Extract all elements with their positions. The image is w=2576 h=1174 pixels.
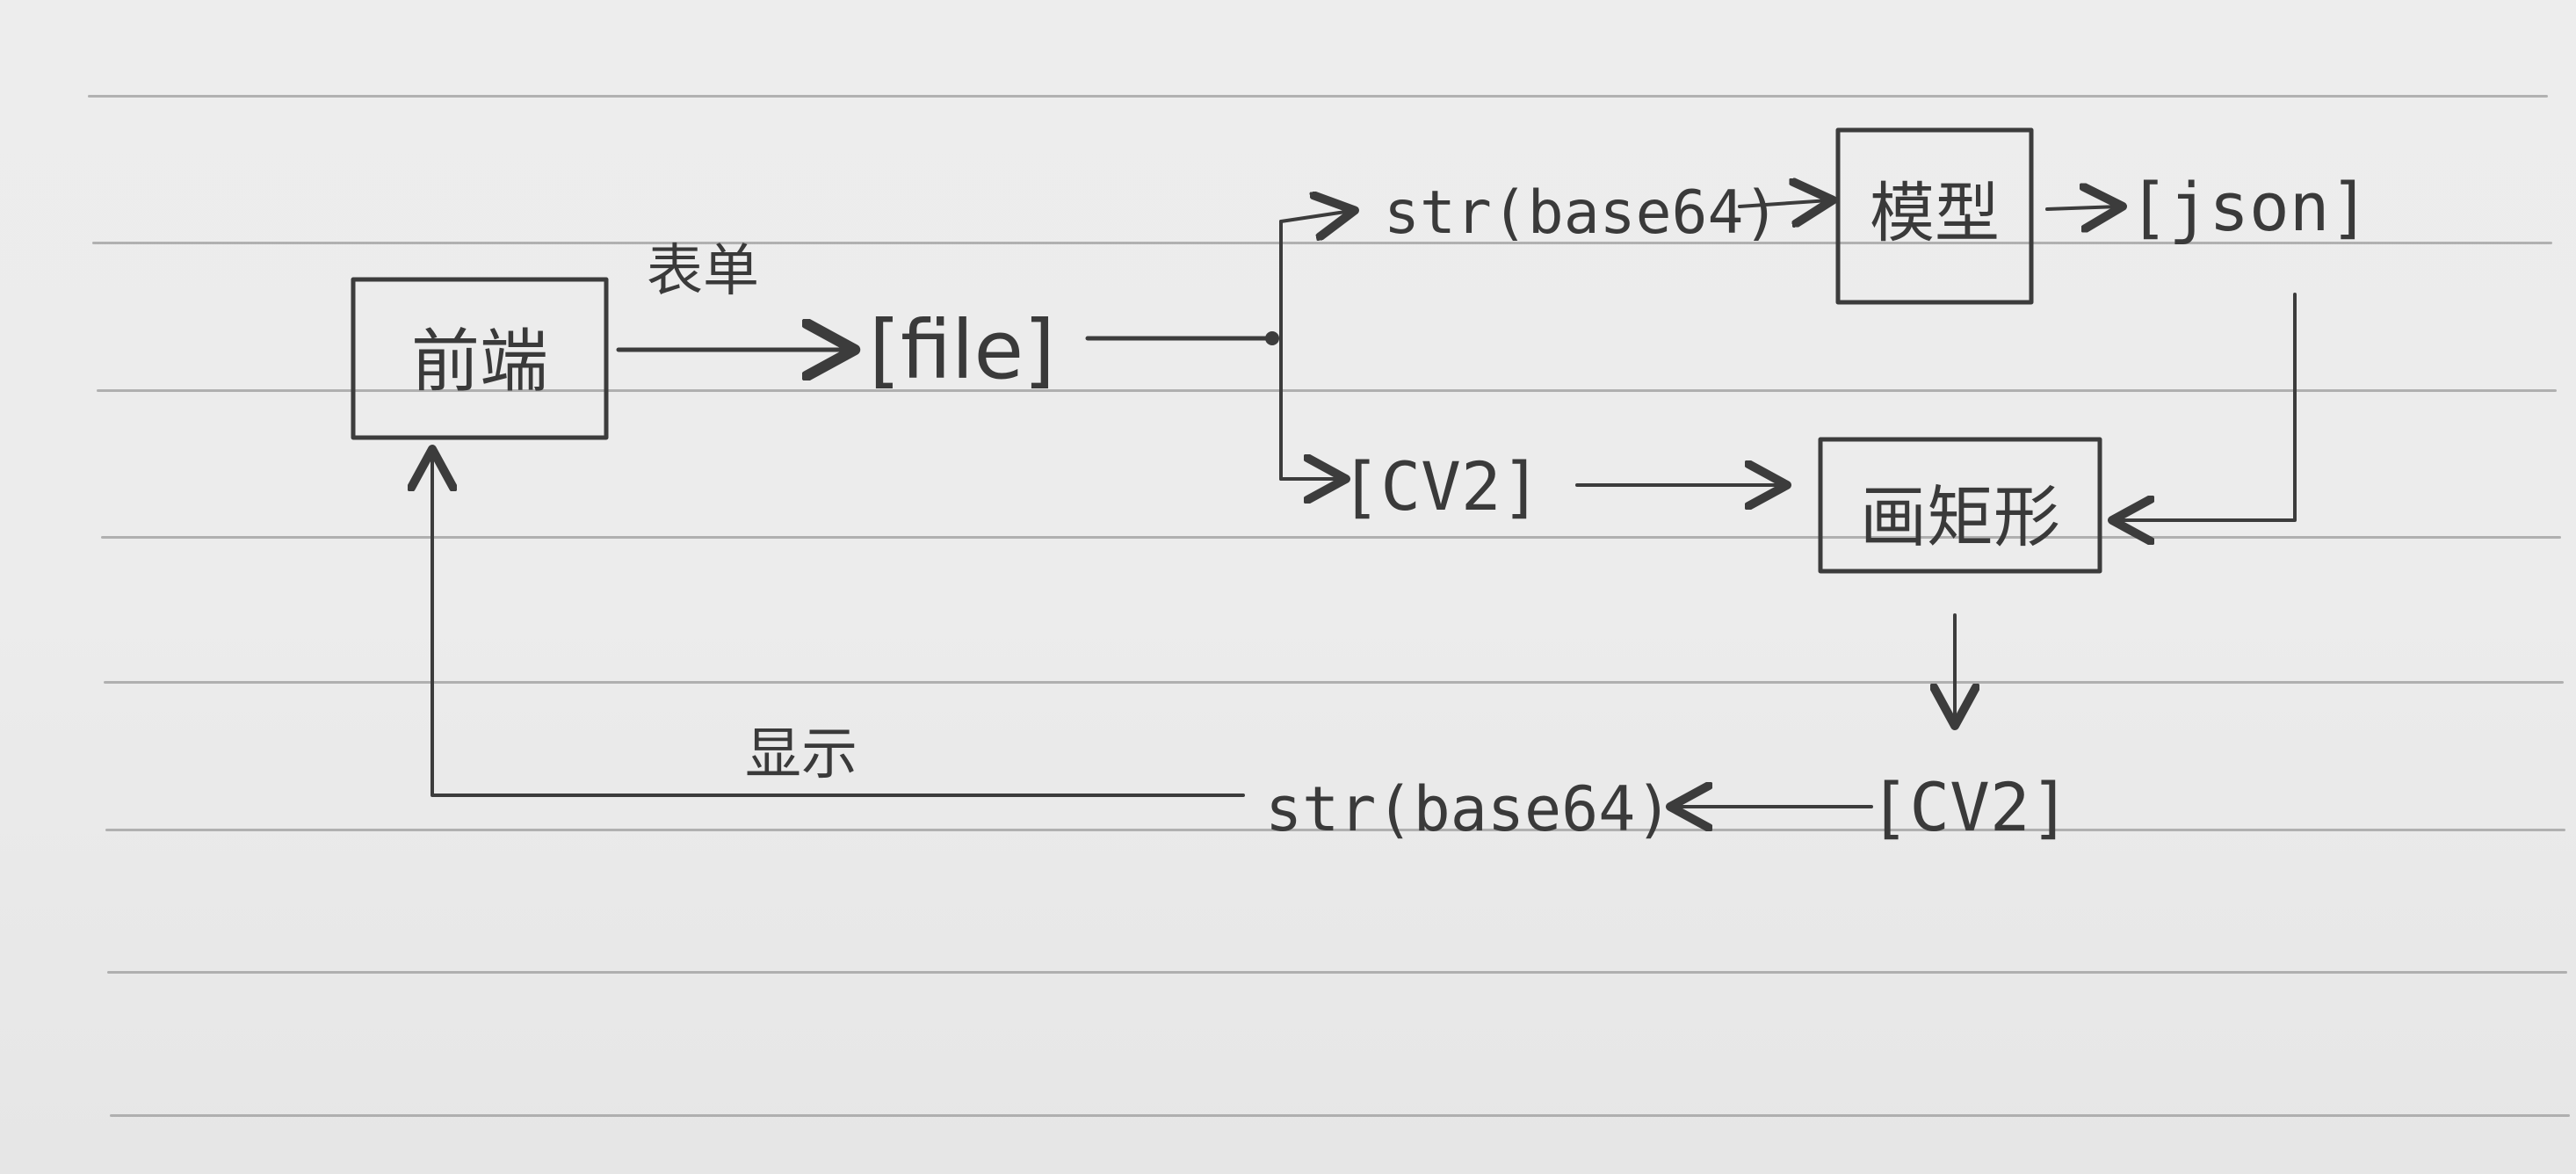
frontend-node: 前端 xyxy=(351,277,609,440)
draw-rect-node: 画矩形 xyxy=(1818,437,2102,574)
str-to-model-arrow xyxy=(1738,200,1829,207)
file-item: [file] xyxy=(869,303,1055,397)
form-edge-label: 表单 xyxy=(647,239,759,304)
json-item: [json] xyxy=(2129,168,2370,246)
str-to-frontend-arrow xyxy=(432,453,1245,797)
ruled-line xyxy=(97,389,2557,392)
branch-point xyxy=(1265,331,1279,345)
cv2-top-item: [CV2] xyxy=(1341,447,1542,525)
ruled-line xyxy=(110,1114,2570,1117)
str-base64-top-item: str(base64) xyxy=(1384,178,1779,248)
ruled-line xyxy=(92,242,2552,244)
ruled-line xyxy=(107,971,2567,974)
ruled-line xyxy=(105,829,2565,831)
model-node: 模型 xyxy=(1835,127,2034,305)
ruled-line xyxy=(88,95,2548,98)
cv2-bottom-item: [CV2] xyxy=(1870,768,2071,846)
ruled-line xyxy=(101,536,2561,539)
display-edge-label: 显示 xyxy=(745,722,857,787)
ruled-line xyxy=(104,681,2564,684)
branch-top-arrow xyxy=(1279,211,1351,221)
json-to-draw-rect-arrow xyxy=(2116,293,2297,520)
model-label: 模型 xyxy=(1870,176,2000,251)
str-base64-bottom-item: str(base64) xyxy=(1265,773,1673,845)
draw-rect-label: 画矩形 xyxy=(1860,478,2060,556)
frontend-label: 前端 xyxy=(411,322,548,402)
model-to-json-arrow xyxy=(2045,207,2119,209)
